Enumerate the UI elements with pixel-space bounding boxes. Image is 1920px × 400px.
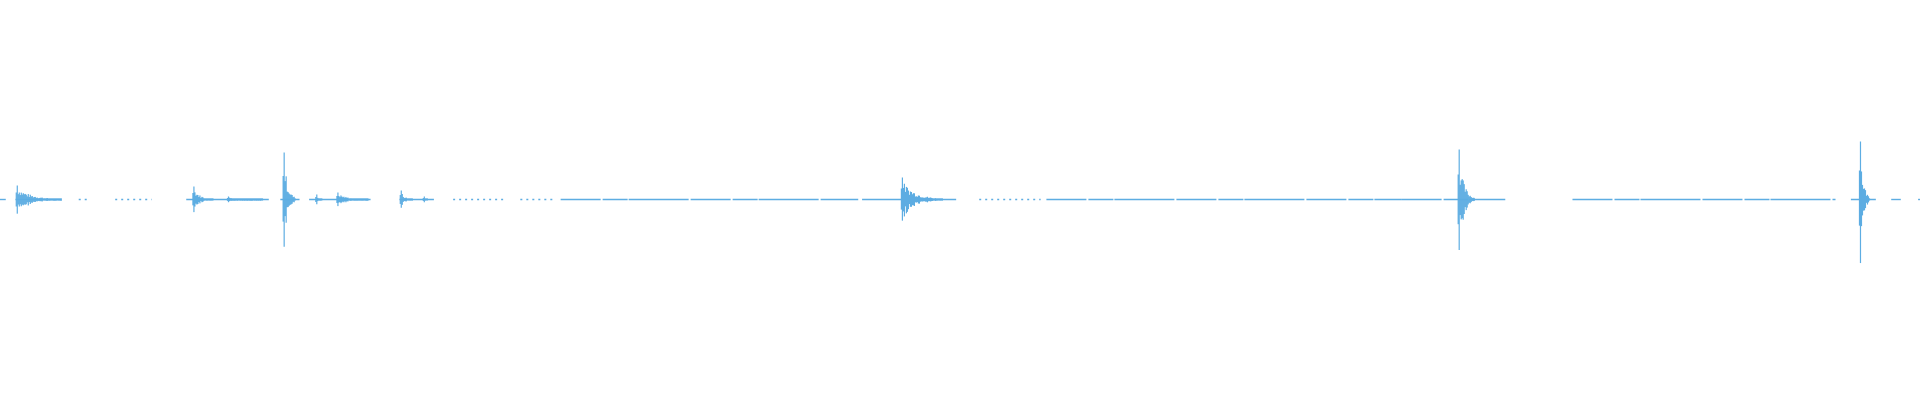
amplitude-burst [399,190,413,208]
amplitude-burst [422,196,428,203]
amplitude-burst [192,186,214,213]
amplitude-burst [1858,141,1871,264]
amplitude-burst [1457,149,1475,250]
amplitude-burst [226,196,264,203]
amplitude-burst [282,152,296,247]
amplitude-burst [900,177,944,221]
amplitude-burst [336,192,369,207]
amplitude-burst [315,194,323,205]
amplitude-burst [15,185,62,214]
waveform-bursts [15,141,1871,264]
